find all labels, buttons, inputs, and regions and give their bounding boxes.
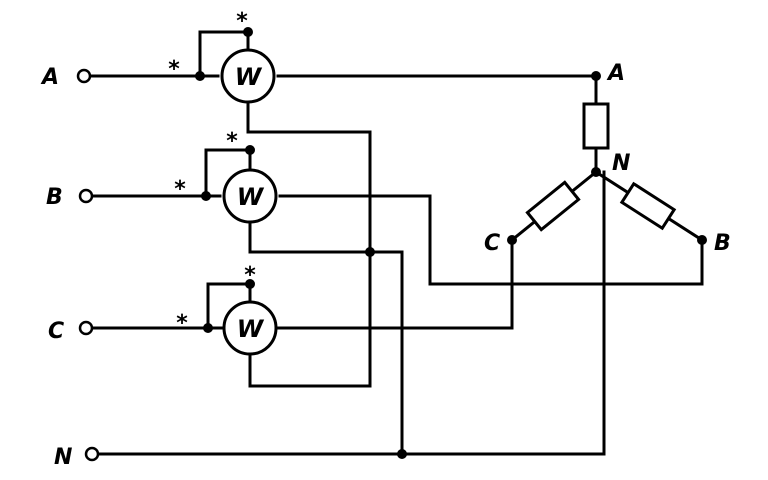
node-b-dot (697, 235, 707, 245)
wire-w1-voltage-return (246, 100, 372, 388)
wattmeter-1-label: W (235, 63, 263, 91)
wattmeter-2: W (222, 168, 278, 224)
wire-a-voltage-loop (198, 30, 250, 78)
wire-w2-voltage-return (248, 220, 404, 456)
load-node-c-label: C (484, 231, 500, 256)
polarity-mark-w3-voltage: * (244, 263, 256, 288)
wattmeter-3-label: W (237, 315, 265, 343)
junction-dot (365, 247, 375, 257)
wattmeter-3: W (222, 300, 278, 356)
resistor-phase-a (582, 102, 610, 150)
wire-c-voltage-loop (206, 282, 252, 330)
terminal-a (76, 68, 92, 84)
polarity-mark-w2-current: * (174, 177, 186, 202)
wire-neutral (96, 170, 606, 456)
wire-b-voltage-loop (204, 148, 252, 198)
resistor-phase-b (619, 181, 677, 231)
junction-dot (245, 279, 255, 289)
polarity-mark-w1-voltage: * (236, 9, 248, 34)
terminal-b (78, 188, 94, 204)
junction-dot (245, 145, 255, 155)
polarity-mark-w2-voltage: * (226, 129, 238, 154)
terminal-c-label: C (48, 319, 64, 344)
terminal-c (78, 320, 94, 336)
terminal-a-label: A (40, 65, 59, 90)
polarity-mark-w1-current: * (168, 57, 180, 82)
junction-dot (195, 71, 205, 81)
wire-b-output (278, 194, 704, 286)
wattmeter-2-label: W (237, 183, 265, 211)
load-node-a-label: A (606, 61, 625, 86)
terminal-n-label: N (54, 445, 72, 470)
load-node-n-label: N (612, 151, 630, 176)
wire-a-output (276, 74, 598, 102)
terminal-b-label: B (46, 185, 63, 210)
polarity-mark-w3-current: * (176, 311, 188, 336)
load-node-b-label: B (714, 231, 731, 256)
wire-c-output (276, 238, 514, 330)
junction-dot (243, 27, 253, 37)
node-c-dot (507, 235, 517, 245)
wattmeter-1: W (220, 48, 276, 104)
terminal-n (84, 446, 100, 462)
node-a-dot (591, 71, 601, 81)
resistor-phase-c (525, 180, 581, 232)
junction-dot (201, 191, 211, 201)
node-n-dot (591, 167, 601, 177)
junction-dot (203, 323, 213, 333)
junction-dot (397, 449, 407, 459)
